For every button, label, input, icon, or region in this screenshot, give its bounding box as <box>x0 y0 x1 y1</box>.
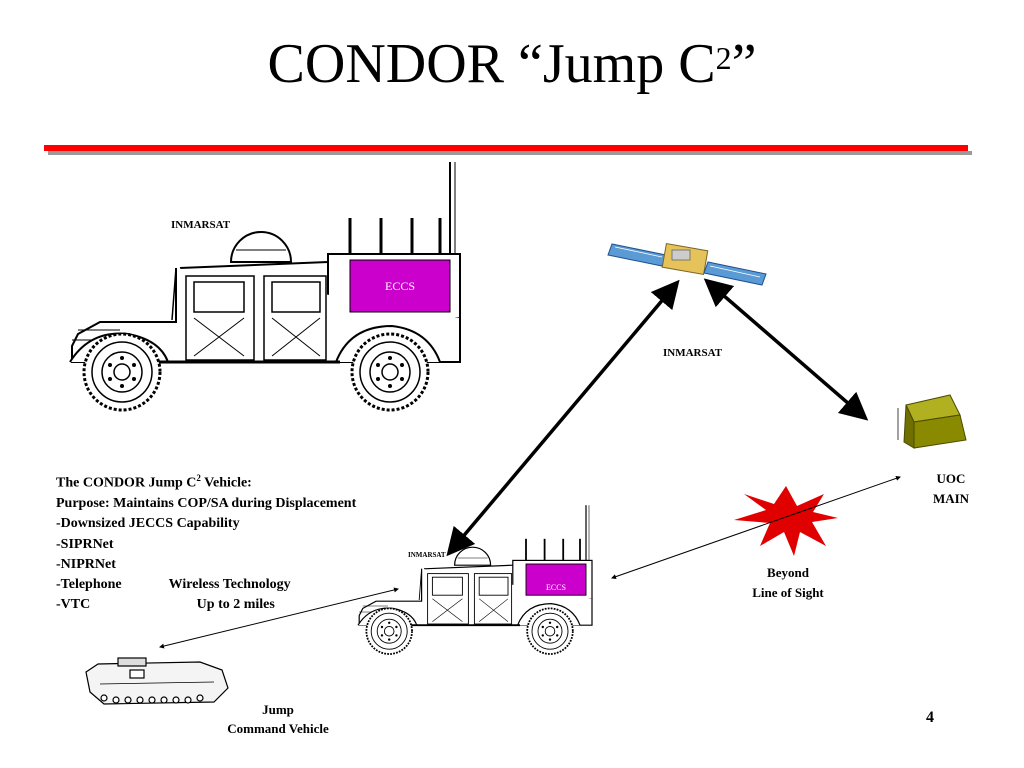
heading-superscript: 2 <box>196 473 201 483</box>
satellite-icon <box>607 242 767 286</box>
humvee-small <box>357 504 593 655</box>
link-satellite-uoc <box>703 278 869 421</box>
description-item: -Telephone Wireless Technology <box>56 575 356 595</box>
uoc-label-line2: MAIN <box>932 491 970 506</box>
humvee-large-rear-wheel <box>350 332 430 412</box>
description-heading: The CONDOR Jump C2 Vehicle: <box>56 468 356 494</box>
page-number: 4 <box>926 709 934 726</box>
uoc-main-label: UOC MAIN <box>916 469 986 509</box>
item-text: VTC <box>60 597 91 613</box>
link-humvee-uoc <box>611 475 901 580</box>
eccs-box-large <box>349 259 451 313</box>
title-rule-shadow <box>48 151 972 155</box>
item-dash: - <box>56 577 61 593</box>
description-item: -VTC Up to 2 miles <box>56 595 356 615</box>
item-text: Downsized JECCS Capability <box>60 516 240 532</box>
wireless-technology: Wireless Technology <box>168 577 291 593</box>
heading-text: The CONDOR Jump C <box>56 475 197 491</box>
heading-suffix: Vehicle: <box>200 475 252 491</box>
item-text: Telephone <box>60 577 122 593</box>
jump-vehicle-label-line1: Jump <box>262 702 294 717</box>
item-dash: - <box>56 597 61 613</box>
slide-title: CONDOR “Jump C2” <box>0 24 1024 104</box>
item-dash: - <box>56 556 61 572</box>
item-dash: - <box>56 536 61 552</box>
title-close-quote: ” <box>731 33 757 95</box>
inmarsat-label-small: INMARSAT <box>408 551 446 559</box>
link-vehicle-humvee <box>159 587 399 649</box>
tent-icon <box>897 394 967 449</box>
item-dash: - <box>56 516 61 532</box>
eccs-label-small: ECCS <box>545 583 566 592</box>
humvee-large <box>68 160 462 412</box>
jump-command-vehicle-icon <box>85 657 229 705</box>
description-item: -NIPRNet <box>56 555 356 575</box>
description-block: The CONDOR Jump C2 Vehicle: Purpose: Mai… <box>56 468 356 616</box>
humvee-large-front-wheel <box>82 332 162 412</box>
description-purpose: Purpose: Maintains COP/SA during Displac… <box>56 495 357 511</box>
title-superscript: 2 <box>715 40 732 76</box>
satellite-label: INMARSAT <box>663 347 723 359</box>
starburst-icon <box>734 486 838 556</box>
item-text: SIPRNet <box>60 536 114 552</box>
wireless-range: Up to 2 miles <box>196 597 275 613</box>
uoc-label-line1: UOC <box>936 471 966 486</box>
blos-label-line1: Beyond <box>767 565 809 580</box>
item-text: NIPRNet <box>60 556 116 572</box>
jump-vehicle-label-line2: Command Vehicle <box>227 721 329 736</box>
blos-label-line2: Line of Sight <box>752 585 824 600</box>
description-item: -Downsized JECCS Capability <box>56 514 356 534</box>
link-humvee-satellite <box>446 279 680 557</box>
title-rule-red <box>44 145 968 151</box>
inmarsat-label-large: INMARSAT <box>171 219 231 231</box>
jump-vehicle-label: Jump Command Vehicle <box>198 700 358 738</box>
blos-label: Beyond Line of Sight <box>728 563 848 603</box>
eccs-label-large: ECCS <box>384 279 415 293</box>
title-text: CONDOR “Jump C <box>267 33 716 95</box>
description-item: -SIPRNet <box>56 535 356 555</box>
